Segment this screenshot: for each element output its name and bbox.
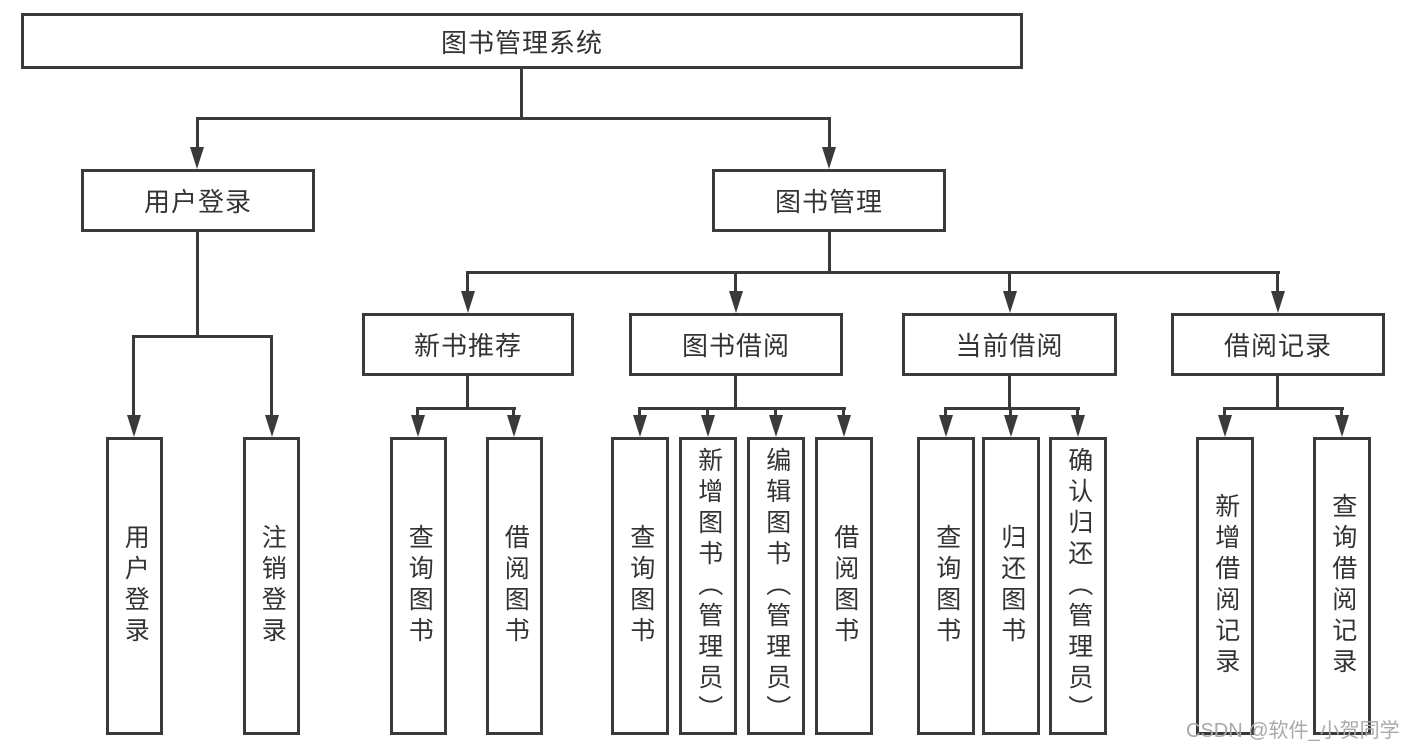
connector-line xyxy=(828,232,831,274)
arrow-down-icon xyxy=(729,291,743,313)
connector-line xyxy=(734,376,737,409)
connector-line xyxy=(774,407,777,417)
arrow-down-icon xyxy=(633,415,647,437)
leaf-borrow-books-recommend: 借阅图书 xyxy=(486,437,543,735)
leaf-user-login: 用户登录 xyxy=(106,437,163,735)
node-borrowing-records: 借阅记录 xyxy=(1171,313,1385,376)
connector-line xyxy=(520,69,523,119)
node-new-book-recommend-label: 新书推荐 xyxy=(413,331,522,361)
arrow-down-icon xyxy=(265,415,279,437)
node-book-management-label: 图书管理 xyxy=(774,187,883,217)
arrow-down-icon xyxy=(411,415,425,437)
connector-line xyxy=(944,407,1080,410)
node-system-root-label: 图书管理系统 xyxy=(440,27,603,58)
connector-line xyxy=(270,335,273,417)
node-user-login: 用户登录 xyxy=(81,169,315,232)
connector-line xyxy=(638,407,846,410)
connector-line xyxy=(512,407,515,417)
connector-line xyxy=(828,117,831,149)
connector-line xyxy=(1340,407,1343,417)
leaf-borrow-books-label: 借阅图书 xyxy=(830,524,859,648)
connector-line xyxy=(417,407,516,410)
arrow-down-icon xyxy=(127,415,141,437)
leaf-query-books-borrowing-label: 查询图书 xyxy=(626,524,655,648)
arrow-down-icon xyxy=(822,147,836,169)
connector-line xyxy=(1009,407,1012,417)
connector-line xyxy=(466,376,469,409)
leaf-query-books-current: 查询图书 xyxy=(917,437,975,735)
arrow-down-icon xyxy=(1004,415,1018,437)
leaf-logout-label: 注销登录 xyxy=(258,524,287,648)
leaf-edit-books-admin-label: 编辑图书（管理员） xyxy=(762,446,791,726)
leaf-edit-books-admin: 编辑图书（管理员） xyxy=(747,437,805,735)
leaf-query-books-borrowing: 查询图书 xyxy=(611,437,669,735)
leaf-confirm-return-admin-label: 确认归还（管理员） xyxy=(1064,446,1093,726)
connector-line xyxy=(132,335,135,417)
leaf-query-books-current-label: 查询图书 xyxy=(932,524,961,648)
node-borrowing-records-label: 借阅记录 xyxy=(1223,331,1332,361)
arrow-down-icon xyxy=(1335,415,1349,437)
leaf-add-books-admin: 新增图书（管理员） xyxy=(679,437,737,735)
arrow-down-icon xyxy=(507,415,521,437)
arrow-down-icon xyxy=(701,415,715,437)
leaf-user-login-label: 用户登录 xyxy=(121,524,150,648)
arrow-down-icon xyxy=(461,291,475,313)
connector-line xyxy=(1223,407,1226,417)
leaf-return-books: 归还图书 xyxy=(982,437,1040,735)
connector-line xyxy=(1076,407,1079,417)
node-book-management: 图书管理 xyxy=(712,169,946,232)
leaf-add-borrow-record: 新增借阅记录 xyxy=(1196,437,1254,735)
leaf-query-borrow-record-label: 查询借阅记录 xyxy=(1328,493,1357,679)
arrow-down-icon xyxy=(1003,291,1017,313)
arrow-down-icon xyxy=(1218,415,1232,437)
leaf-borrow-books: 借阅图书 xyxy=(815,437,873,735)
connector-line xyxy=(638,407,641,417)
connector-line xyxy=(196,117,199,149)
connector-line xyxy=(706,407,709,417)
connector-line xyxy=(944,407,947,417)
connector-line xyxy=(196,232,199,338)
arrow-down-icon xyxy=(837,415,851,437)
leaf-confirm-return-admin: 确认归还（管理员） xyxy=(1049,437,1107,735)
node-book-borrowing-label: 图书借阅 xyxy=(681,331,790,361)
connector-line xyxy=(734,271,737,293)
connector-line xyxy=(1276,376,1279,409)
connector-line xyxy=(196,117,831,120)
leaf-query-books-recommend: 查询图书 xyxy=(390,437,447,735)
csdn-watermark: CSDN @软件_小贺同学 xyxy=(1186,720,1400,742)
leaf-borrow-books-recommend-label: 借阅图书 xyxy=(501,524,530,648)
node-current-borrowing: 当前借阅 xyxy=(902,313,1117,376)
node-new-book-recommend: 新书推荐 xyxy=(362,313,574,376)
node-system-root: 图书管理系统 xyxy=(21,13,1023,69)
connector-line xyxy=(1276,271,1279,293)
connector-line xyxy=(1008,376,1011,409)
node-current-borrowing-label: 当前借阅 xyxy=(955,331,1064,361)
node-book-borrowing: 图书借阅 xyxy=(629,313,843,376)
arrow-down-icon xyxy=(1271,291,1285,313)
arrow-down-icon xyxy=(769,415,783,437)
leaf-add-borrow-record-label: 新增借阅记录 xyxy=(1211,493,1240,679)
connector-line xyxy=(1008,271,1011,293)
arrow-down-icon xyxy=(190,147,204,169)
connector-line xyxy=(466,271,1280,274)
leaf-query-books-recommend-label: 查询图书 xyxy=(405,524,434,648)
leaf-logout: 注销登录 xyxy=(243,437,300,735)
leaf-return-books-label: 归还图书 xyxy=(997,524,1026,648)
connector-line xyxy=(1223,407,1344,410)
leaf-add-books-admin-label: 新增图书（管理员） xyxy=(694,446,723,726)
node-user-login-label: 用户登录 xyxy=(143,187,252,217)
connector-line xyxy=(416,407,419,417)
connector-line xyxy=(842,407,845,417)
arrow-down-icon xyxy=(1071,415,1085,437)
connector-line xyxy=(132,335,273,338)
leaf-query-borrow-record: 查询借阅记录 xyxy=(1313,437,1371,735)
arrow-down-icon xyxy=(939,415,953,437)
connector-line xyxy=(466,271,469,293)
